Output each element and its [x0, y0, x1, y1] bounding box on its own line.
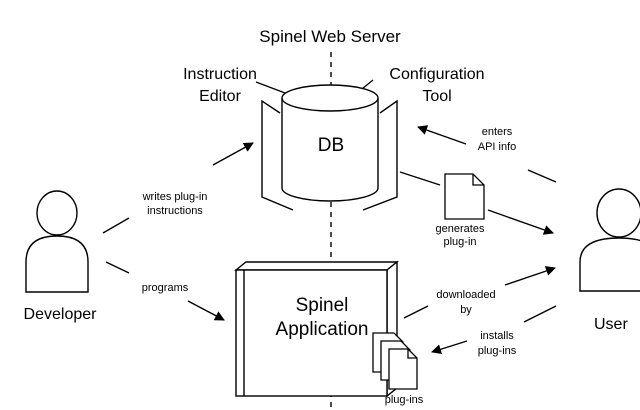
editor-connector-line: [255, 81, 286, 94]
writes-edge-arrow: [212, 142, 254, 166]
svg-text:enters: enters: [482, 126, 513, 138]
programs-edge-arrow: [187, 300, 225, 321]
svg-text:generates: generates: [436, 223, 485, 235]
programs-label: programs: [142, 282, 189, 294]
downloaded-edge-arrow: [504, 266, 556, 286]
developer-person-icon: [25, 190, 89, 293]
installs-plugins-label: installs plug-ins: [478, 330, 517, 357]
svg-text:installs: installs: [480, 330, 514, 342]
installs-edge-arrow: [431, 340, 468, 355]
plugins-documents-stack-icon: [372, 332, 418, 390]
plugins-label: plug-ins: [385, 394, 424, 406]
user-actor: User: [579, 188, 640, 333]
svg-text:downloaded: downloaded: [436, 289, 495, 301]
downloaded-edge-left: [403, 305, 429, 319]
svg-text:Editor: Editor: [199, 88, 241, 105]
svg-text:instructions: instructions: [147, 205, 203, 217]
svg-text:Application: Application: [276, 319, 369, 340]
generates-plugin-label: generates plug-in: [436, 223, 485, 248]
enters-edge-arrow: [417, 125, 467, 145]
svg-text:API info: API info: [478, 141, 517, 153]
user-label: User: [594, 316, 628, 333]
spinel-application-label: Spinel Application: [276, 295, 369, 340]
svg-text:Tool: Tool: [422, 88, 451, 105]
developer-actor: Developer: [24, 190, 98, 323]
writes-edge-lower: [102, 217, 130, 234]
db-label: DB: [318, 135, 344, 156]
downloaded-by-label: downloaded by: [436, 289, 495, 316]
developer-label: Developer: [24, 306, 98, 323]
generates-edge-left: [399, 171, 441, 186]
installs-edge-right: [523, 305, 557, 323]
svg-text:plug-in: plug-in: [443, 236, 476, 248]
svg-text:Configuration: Configuration: [389, 66, 484, 83]
svg-text:writes plug-in: writes plug-in: [142, 191, 208, 203]
plugin-document-icon: [444, 173, 485, 220]
configuration-tool-label: Configuration Tool: [389, 66, 484, 105]
config-side-bracket: [362, 99, 398, 211]
programs-edge-lower: [105, 261, 130, 274]
user-person-icon: [579, 188, 640, 292]
enters-edge-right: [527, 169, 557, 183]
writes-instructions-label: writes plug-in instructions: [142, 191, 208, 217]
svg-text:Spinel: Spinel: [296, 295, 349, 316]
generates-edge-arrow: [487, 209, 554, 235]
editor-side-bracket: [261, 99, 294, 211]
instruction-editor-label: Instruction Editor: [183, 66, 257, 105]
enters-api-info-label: enters API info: [478, 126, 517, 153]
svg-text:Instruction: Instruction: [183, 66, 257, 83]
db-database-cylinder-icon: [281, 84, 379, 202]
diagram-title: Spinel Web Server: [259, 27, 401, 46]
svg-text:plug-ins: plug-ins: [478, 345, 517, 357]
svg-text:by: by: [460, 304, 472, 316]
